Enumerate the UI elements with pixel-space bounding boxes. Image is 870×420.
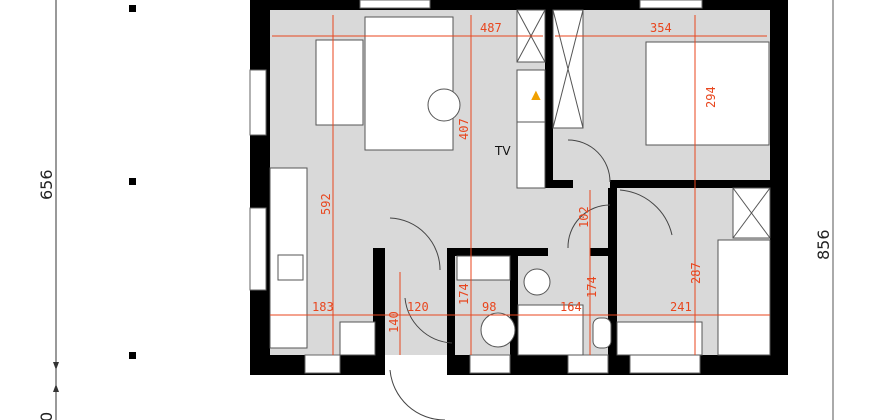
- desk: [616, 321, 703, 356]
- flame-icon: ▲: [528, 87, 544, 104]
- furniture: [269, 9, 771, 356]
- windows: [249, 0, 703, 374]
- single-bed: [717, 239, 771, 356]
- dim-hall-door: 102: [577, 206, 591, 228]
- sofa: [364, 16, 454, 151]
- overall-height-right: 856: [814, 229, 833, 260]
- dim-bedroom2-width: 241: [670, 300, 692, 314]
- sink: [277, 254, 304, 281]
- washbasin: [523, 268, 551, 296]
- fireplace: [516, 69, 546, 123]
- dimension-lines: [270, 15, 770, 355]
- dim-bathroom-depth: 174: [585, 276, 599, 298]
- dim-bedroom1-depth: 294: [704, 86, 718, 108]
- dim-entry-depth: 140: [387, 311, 401, 333]
- left-overall-dimension: 656 0: [37, 0, 59, 420]
- interior-walls: [373, 10, 770, 375]
- dining-table: [315, 39, 364, 126]
- washing-machine: [480, 312, 516, 348]
- dim-bedroom2-depth: 287: [689, 262, 703, 284]
- dim-bedroom1-width: 354: [650, 21, 672, 35]
- toilet: [592, 317, 612, 349]
- dim-bathroom-width: 164: [560, 300, 582, 314]
- dim-entry-width: 120: [407, 300, 429, 314]
- dim-utility-depth: 174: [457, 283, 471, 305]
- dim-living-width: 487: [480, 21, 502, 35]
- dim-living-inner: 407: [457, 118, 471, 140]
- coffee-table: [427, 88, 461, 122]
- overall-height-left: 656: [37, 169, 56, 200]
- double-bed: [645, 41, 770, 146]
- grid-markers: [129, 5, 136, 359]
- dim-utility-width: 98: [482, 300, 496, 314]
- dimension-labels: 487 354 592 407 294 102 183 120 140 98 1…: [312, 21, 718, 333]
- stove: [339, 321, 376, 356]
- right-overall-dimension: 856: [814, 0, 834, 420]
- tv-label: TV: [494, 144, 511, 158]
- boiler-cabinet: [456, 255, 511, 281]
- dim-living-depth: 592: [319, 193, 333, 215]
- shower: [517, 304, 584, 356]
- tv-cabinet: [516, 121, 546, 189]
- overall-height-left-partial: 0: [37, 412, 56, 420]
- dim-kitchen-width: 183: [312, 300, 334, 314]
- door-swings: [389, 139, 673, 420]
